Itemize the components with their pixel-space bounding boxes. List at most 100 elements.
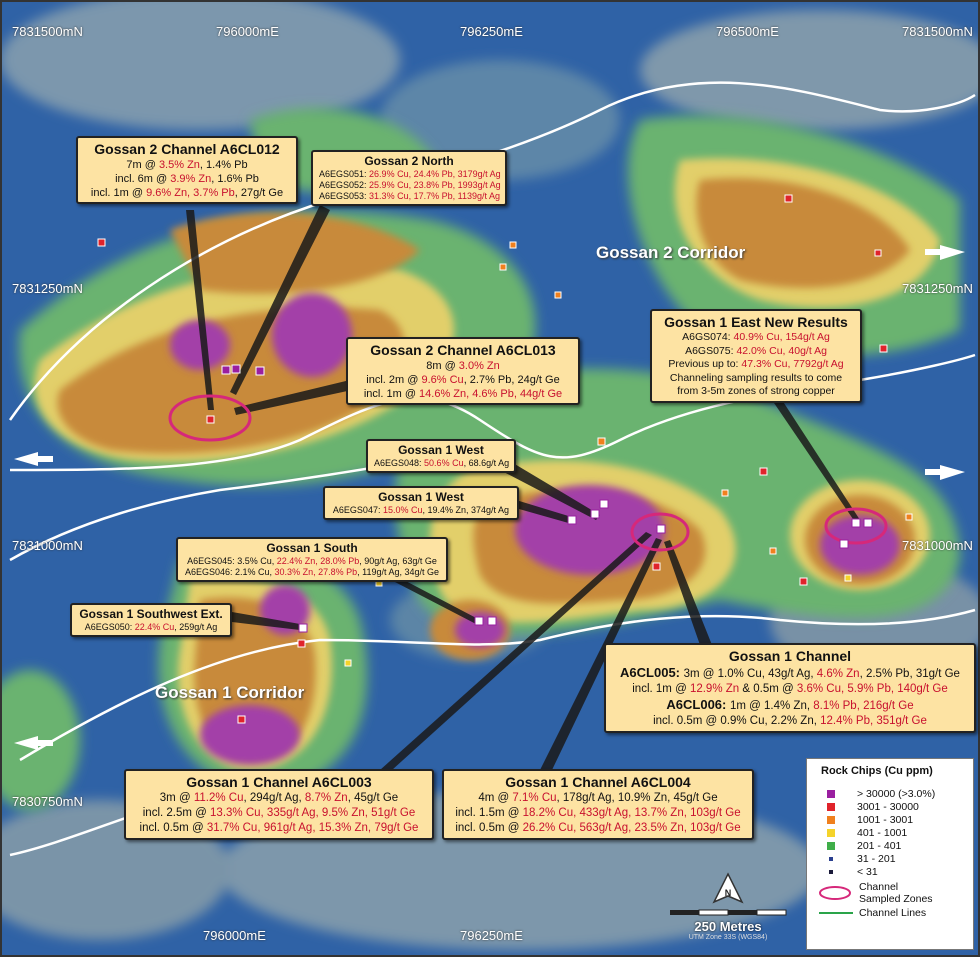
text: A6CL006: — [666, 697, 730, 712]
legend-label: Channel — [859, 881, 899, 893]
text: , 19.4% Zn, 374g/t Ag — [422, 505, 510, 515]
text: A6EGS051: — [319, 169, 370, 179]
callout-title: Gossan 2 Channel A6CL013 — [370, 342, 556, 358]
northing-label-2: 7831250mN — [12, 281, 83, 296]
text: 40.9% Cu, 154g/t Ag — [733, 331, 830, 343]
text: 4.6% Zn — [816, 668, 860, 680]
legend-label: Channel Lines — [859, 906, 927, 919]
text: , 1.4% Pb — [199, 159, 248, 171]
legend-swatch-icon — [827, 828, 835, 837]
northing-label-3-right: 7831000mN — [902, 538, 973, 553]
northing-label-2-right: 7831250mN — [902, 281, 973, 296]
text: 31.7% Cu, 961g/t Ag, 15.3% Zn, 79g/t Ge — [206, 822, 419, 834]
text: , 45g/t Ge — [347, 792, 399, 804]
text: 31.3% Cu, 17.7% Pb, 1139g/t Ag — [369, 191, 500, 201]
callout-gossan-1-west-048[interactable]: Gossan 1 West A6EGS048: 50.6% Cu, 68.6g/… — [366, 439, 516, 473]
callout-gossan-2-channel-a6cl012[interactable]: Gossan 2 Channel A6CL012 7m @ 3.5% Zn, 1… — [76, 136, 298, 204]
legend-label: 201 - 401 — [857, 839, 902, 852]
callout-gossan-1-southwest-ext[interactable]: Gossan 1 Southwest Ext. A6EGS050: 22.4% … — [70, 603, 232, 637]
callout-gossan-1-channel-a6cl004[interactable]: Gossan 1 Channel A6CL004 4m @ 7.1% Cu, 1… — [442, 769, 754, 840]
text: 3m @ — [159, 792, 194, 804]
legend-item: 3001 - 30000 — [817, 800, 963, 813]
callout-gossan-1-south[interactable]: Gossan 1 South A6EGS045: 3.5% Cu, 22.4% … — [176, 537, 448, 582]
text: A6EGS053: — [319, 191, 370, 201]
text: incl. 1m @ — [632, 683, 690, 695]
gossan-2-corridor-label: Gossan 2 Corridor — [596, 243, 746, 262]
easting-label-1-bottom: 796000mE — [203, 928, 266, 943]
callout-gossan-2-north[interactable]: Gossan 2 North A6EGS051: 26.9% Cu, 24.4%… — [311, 150, 507, 206]
text: Channeling sampling results to come — [669, 371, 843, 384]
text: 3m @ 1.0% Cu, 43g/t Ag, — [683, 668, 817, 680]
text: incl. 1m @ — [363, 388, 420, 400]
easting-label-3: 796500mE — [716, 24, 779, 39]
callout-gossan-2-channel-a6cl013[interactable]: Gossan 2 Channel A6CL013 8m @ 3.0% Zn in… — [346, 337, 580, 405]
text: 26.9% Cu, 24.4% Pb, 3179g/t Ag — [369, 169, 501, 179]
legend-item: > 30000 (>3.0%) — [817, 787, 963, 800]
text: A6EGS052: — [319, 180, 370, 190]
text: 13.3% Cu, 335g/t Ag, 9.5% Zn, 51g/t Ge — [210, 807, 416, 819]
text: 22.4% Zn, 28.0% Pb — [276, 556, 360, 566]
text: A6EGS045: 3.5% Cu, — [187, 556, 277, 566]
callout-gossan-1-channel[interactable]: Gossan 1 Channel A6CL005: 3m @ 1.0% Cu, … — [604, 643, 976, 733]
text: , 90g/t Ag, 63g/t Ge — [359, 556, 437, 566]
legend-label: 31 - 201 — [857, 852, 896, 865]
callout-gossan-1-east[interactable]: Gossan 1 East New Results A6GS074: 40.9%… — [650, 309, 862, 403]
text: , 259g/t Ag — [174, 622, 218, 632]
text: incl. 2.5m @ — [142, 807, 211, 819]
legend-label: Sampled Zones — [859, 893, 933, 905]
text: A6EGS050: — [84, 622, 135, 632]
text: 42.0% Cu, 40g/t Ag — [736, 344, 827, 357]
scale-bar: N 250 Metres UTM Zone 33S (WGS84) — [668, 872, 788, 942]
callout-title: Gossan 1 West — [378, 490, 464, 504]
text: incl. 1m @ — [90, 187, 147, 199]
text: 8m @ — [426, 360, 459, 372]
easting-label-2: 796250mE — [460, 24, 523, 39]
text: 7m @ — [126, 159, 159, 171]
easting-label-1: 796000mE — [216, 24, 279, 39]
callout-title: Gossan 1 Channel A6CL004 — [505, 774, 691, 790]
callout-title: Gossan 1 Channel A6CL003 — [186, 774, 372, 790]
text: 4m @ — [478, 792, 513, 804]
callout-title: Gossan 1 South — [266, 541, 358, 555]
gossan-1-corridor-label: Gossan 1 Corridor — [155, 683, 305, 702]
easting-label-2-bottom: 796250mE — [460, 928, 523, 943]
text: & 0.5m @ — [739, 683, 797, 695]
legend-item: 401 - 1001 — [817, 826, 963, 839]
callout-gossan-1-west-047[interactable]: Gossan 1 West A6EGS047: 15.0% Cu, 19.4% … — [323, 486, 519, 520]
legend-swatch-icon — [829, 856, 833, 861]
legend-label: > 30000 (>3.0%) — [857, 787, 936, 800]
text: 12.4% Pb, 351g/t Ge — [820, 715, 927, 727]
northing-label-1: 7831500mN — [12, 24, 83, 39]
text: 8.1% Pb, 216g/t Ge — [813, 700, 914, 712]
legend-item: 1001 - 3001 — [817, 813, 963, 826]
channel-zone-icon — [819, 886, 851, 900]
text: 30.3% Zn, 27.8% Pb — [274, 567, 358, 577]
legend-channel-lines: Channel Lines — [817, 906, 963, 919]
callout-title: Gossan 1 West — [398, 443, 484, 457]
callout-title: Gossan 1 Channel — [728, 648, 852, 664]
callout-title: Gossan 1 East New Results — [664, 314, 848, 330]
text: 3.9% Zn — [170, 173, 212, 185]
text: 15.0% Cu — [382, 505, 423, 515]
text: 3.5% Zn — [158, 159, 200, 171]
scale-label: 250 Metres — [694, 919, 762, 934]
text: 25.9% Cu, 23.8% Pb, 1993g/t Ag — [369, 180, 501, 190]
text: 9.6% Zn, 3.7% Pb — [146, 187, 235, 199]
text: from 3-5m zones of strong copper — [677, 385, 835, 397]
legend-label: < 31 — [857, 865, 878, 878]
legend-item: 201 - 401 — [817, 839, 963, 852]
text: 3.6% Cu, 5.9% Pb, 140g/t Ge — [796, 683, 948, 695]
text: incl. 1.5m @ — [455, 807, 523, 819]
text: incl. 0.5m @ 0.9% Cu, 2.2% Zn, — [653, 715, 821, 727]
callout-gossan-1-channel-a6cl003[interactable]: Gossan 1 Channel A6CL003 3m @ 11.2% Cu, … — [124, 769, 434, 840]
legend-label: 1001 - 3001 — [857, 813, 914, 826]
text: 1m @ 1.4% Zn, — [729, 700, 814, 712]
text: A6GS074: — [682, 331, 734, 343]
legend-swatch-icon — [829, 869, 833, 874]
text: 8.7% Zn — [304, 792, 348, 804]
north-arrow-icon: N — [670, 872, 787, 916]
text: , 2.5% Pb, 31g/t Ge — [859, 668, 960, 680]
legend-swatch-icon — [827, 802, 835, 811]
text: , 119g/t Ag, 34g/t Ge — [357, 567, 440, 577]
